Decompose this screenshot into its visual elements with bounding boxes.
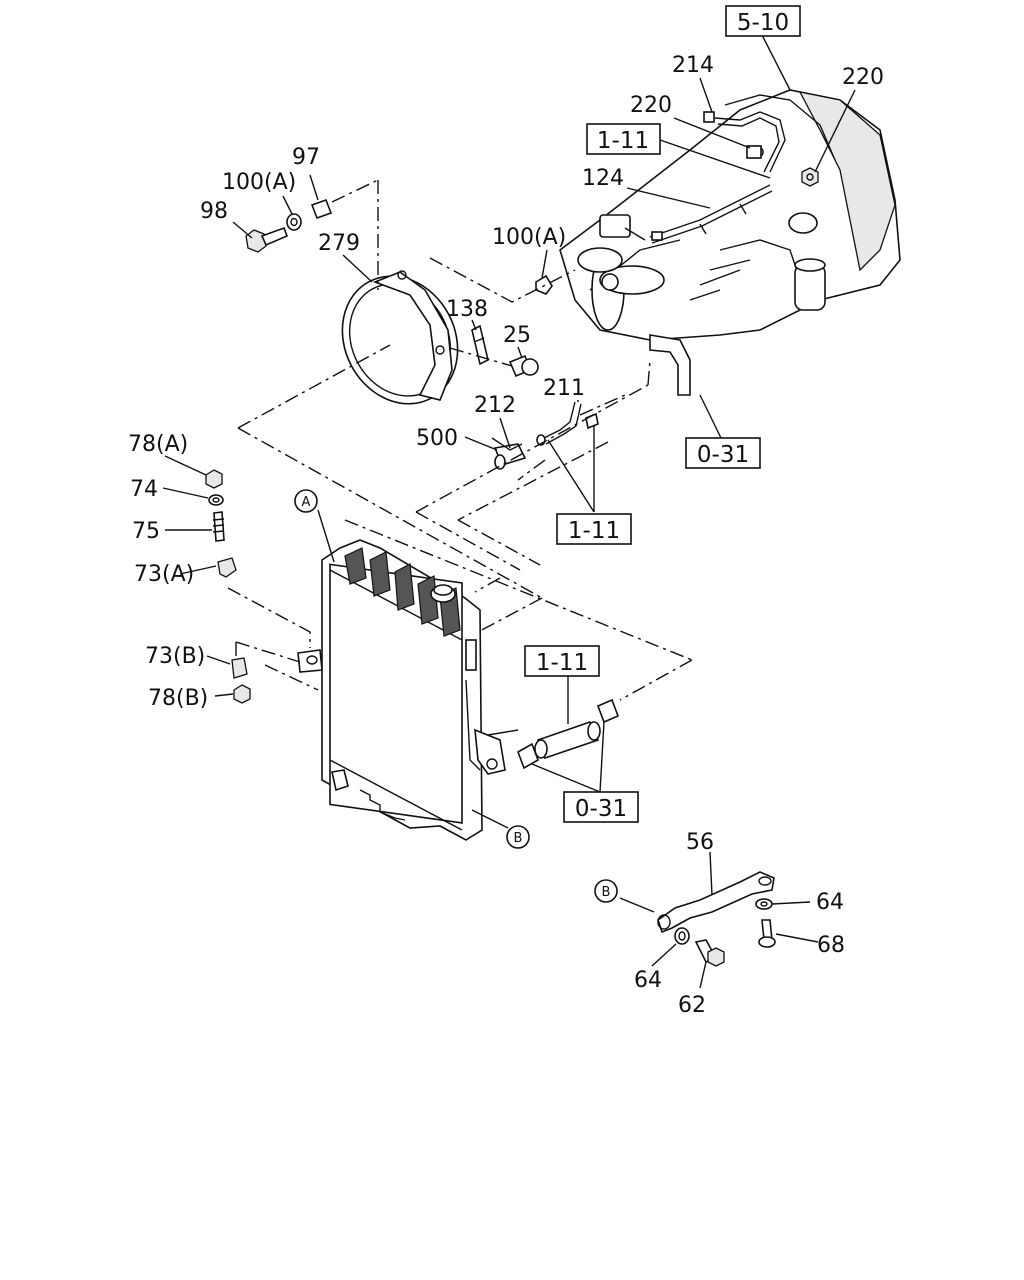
mount-73b <box>231 657 248 679</box>
label-100a-top: 100(A) <box>222 170 296 195</box>
label-73b: 73(B) <box>145 644 205 669</box>
drain-cock-212-500 <box>491 437 527 470</box>
callout-b-radiator: B <box>506 825 530 849</box>
lower-hose-and-clamps <box>517 698 620 770</box>
hose-211 <box>536 401 599 446</box>
stud-75 <box>212 511 225 542</box>
fan-shroud-279 <box>341 270 459 405</box>
assembly-lines <box>227 179 693 701</box>
spacer-97 <box>310 198 333 220</box>
label-214: 214 <box>672 53 714 78</box>
mount-73a <box>217 557 237 578</box>
label-62: 62 <box>678 993 706 1018</box>
ref-0-31-top-label: 0-31 <box>697 442 749 468</box>
label-211: 211 <box>543 376 585 401</box>
nut-220-right <box>801 167 819 187</box>
ref-box-0-31-top: 0-31 <box>685 437 761 469</box>
ref-box-1-11-mid: 1-11 <box>556 513 632 545</box>
label-25: 25 <box>503 323 531 348</box>
label-64-right: 64 <box>816 890 844 915</box>
washer-64-left <box>674 927 690 945</box>
ref-box-5-10: 5-10 <box>725 5 801 37</box>
part-labels: 214 220 220 124 97 100(A) 98 279 100(A) … <box>128 53 884 1018</box>
washer-100a-top <box>286 213 302 231</box>
bolt-62 <box>694 939 725 967</box>
label-78a: 78(A) <box>128 432 188 457</box>
label-64-left: 64 <box>634 968 662 993</box>
bracket-138 <box>471 324 489 366</box>
washer-74 <box>208 494 224 506</box>
label-220-left: 220 <box>630 93 672 118</box>
label-279: 279 <box>318 231 360 256</box>
label-73a: 73(A) <box>134 562 194 587</box>
radiator <box>297 539 519 841</box>
engine-illustration <box>559 89 901 396</box>
nut-220-left <box>746 145 764 159</box>
fan <box>577 247 665 331</box>
stay-bracket-56 <box>657 871 775 934</box>
callout-a: A <box>294 489 318 513</box>
pipe-124 <box>649 184 773 244</box>
ref-1-11-mid-label: 1-11 <box>568 518 620 544</box>
ref-5-10-label: 5-10 <box>737 10 789 36</box>
ref-box-1-11-top: 1-11 <box>586 123 661 155</box>
label-124: 124 <box>582 166 624 191</box>
label-500: 500 <box>416 426 458 451</box>
bolt-25 <box>508 354 539 378</box>
callout-a-label: A <box>302 495 311 510</box>
label-98: 98 <box>200 199 228 224</box>
label-220-right: 220 <box>842 65 884 90</box>
leader-lines <box>162 34 856 989</box>
callout-b-bracket: B <box>594 879 618 903</box>
washer-64-right <box>755 898 773 910</box>
ref-1-11-top-label: 1-11 <box>597 128 649 154</box>
ref-0-31-low-label: 0-31 <box>575 796 627 822</box>
nut-78b <box>233 684 251 704</box>
ref-1-11-low-label: 1-11 <box>536 650 588 676</box>
label-75: 75 <box>132 519 160 544</box>
label-56: 56 <box>686 830 714 855</box>
label-212: 212 <box>474 393 516 418</box>
pipe-214 <box>703 111 786 173</box>
callout-b-bracket-label: B <box>602 885 611 900</box>
nut-78a <box>205 469 223 489</box>
label-78b: 78(B) <box>148 686 208 711</box>
label-74: 74 <box>130 477 158 502</box>
callout-b-radiator-label: B <box>514 831 523 846</box>
bolt-68 <box>758 919 776 948</box>
label-100a-mid: 100(A) <box>492 225 566 250</box>
label-97: 97 <box>292 145 320 170</box>
label-138: 138 <box>446 297 488 322</box>
label-68: 68 <box>817 933 845 958</box>
ref-box-1-11-low: 1-11 <box>524 645 600 677</box>
bolt-98 <box>245 226 289 253</box>
ref-box-0-31-low: 0-31 <box>563 791 639 823</box>
